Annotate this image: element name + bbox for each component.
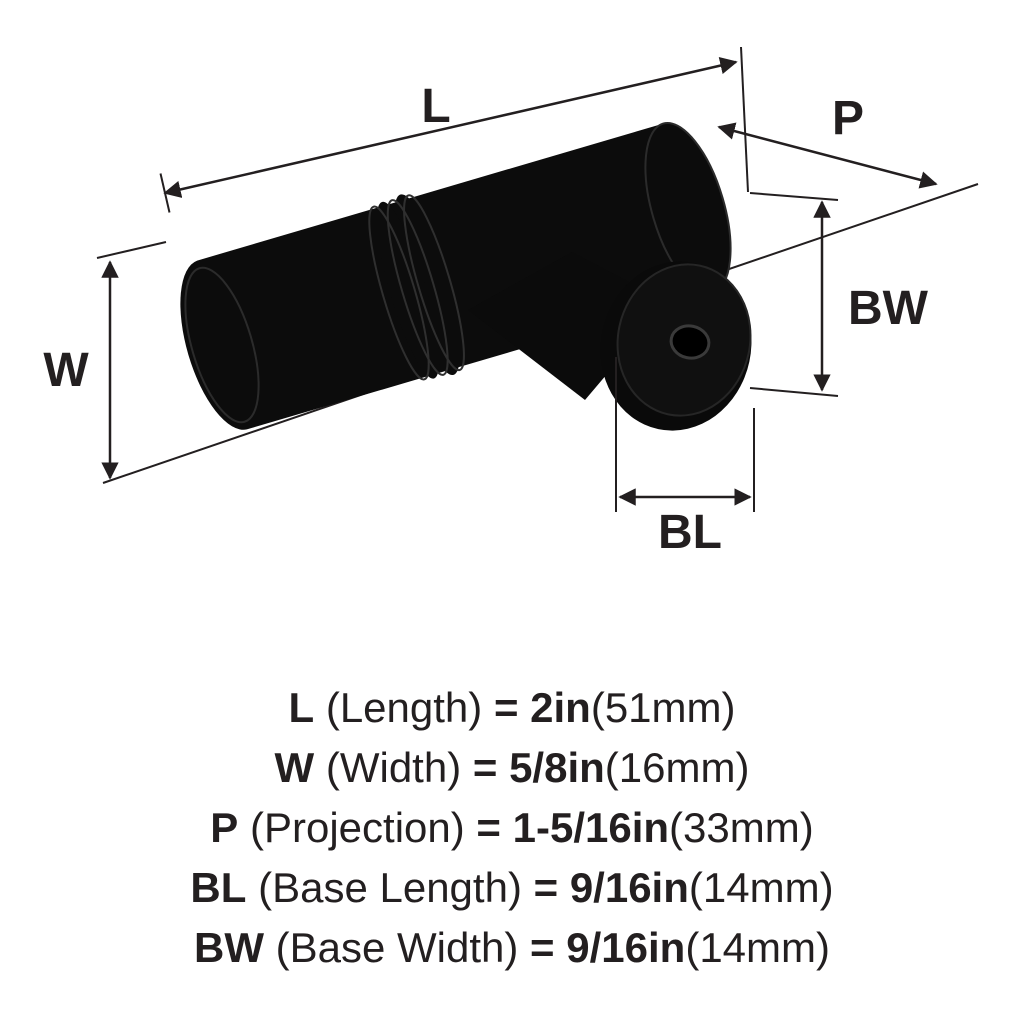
knob-bar-left-face xyxy=(184,266,260,424)
spec-equals: = xyxy=(493,684,519,731)
spec-equals: = xyxy=(530,924,555,971)
dimension-BL: BL xyxy=(615,357,755,559)
spec-name: (Projection) xyxy=(249,804,465,851)
spec-equals: = xyxy=(476,804,501,851)
dimension-spec-list: L (Length) = 2in(51mm) W (Width) = 5/8in… xyxy=(0,678,1024,978)
spec-value: 1-5/16in xyxy=(512,804,670,851)
spec-code: W xyxy=(274,744,315,791)
knob-dimension-diagram: L P W BW BL xyxy=(43,46,979,559)
spec-metric: (16mm) xyxy=(604,744,750,791)
knob-bar xyxy=(180,123,730,430)
dim-W-ext-top xyxy=(96,241,167,259)
dim-BW-ext-top xyxy=(749,192,839,201)
spec-row-base-width: BW (Base Width) = 9/16in(14mm) xyxy=(0,918,1024,978)
spec-value: 5/8in xyxy=(509,744,605,791)
spec-metric: (14mm) xyxy=(688,864,834,911)
spec-metric: (14mm) xyxy=(685,924,830,971)
knob-screw-hole xyxy=(669,324,711,360)
spec-code: L xyxy=(288,684,315,731)
spec-metric: (51mm) xyxy=(590,684,736,731)
spec-equals: = xyxy=(533,864,559,911)
dim-BW-label: BW xyxy=(848,282,929,335)
dimension-W: W xyxy=(43,241,167,480)
dimension-P: P xyxy=(717,92,938,189)
dim-P-label: P xyxy=(832,92,864,145)
knob-stem xyxy=(468,252,668,400)
spec-row-projection: P (Projection) = 1-5/16in(33mm) xyxy=(0,798,1024,858)
spec-row-length: L (Length) = 2in(51mm) xyxy=(0,678,1024,738)
dim-L-line xyxy=(163,56,738,199)
spec-metric: (33mm) xyxy=(669,804,814,851)
knob-collar-groove-2 xyxy=(386,199,449,376)
spec-value: 9/16in xyxy=(566,924,686,971)
dimension-BW: BW xyxy=(749,192,929,397)
dim-P-line xyxy=(717,122,938,189)
spec-name: (Width) xyxy=(325,744,462,791)
spec-equals: = xyxy=(472,744,498,791)
spec-code: BW xyxy=(193,924,264,971)
dim-W-label: W xyxy=(43,344,89,397)
dim-BW-ext-bottom xyxy=(749,387,839,397)
dim-L-ext-right xyxy=(740,46,749,193)
knob-collar-groove-1 xyxy=(368,205,430,381)
spec-name: (Base Width) xyxy=(275,924,519,971)
knob-collar-2 xyxy=(376,201,440,379)
spec-name: (Base Length) xyxy=(258,864,522,911)
dim-BL-label: BL xyxy=(658,506,722,559)
spec-value: 9/16in xyxy=(569,864,689,911)
spec-row-width: W (Width) = 5/8in(16mm) xyxy=(0,738,1024,798)
spec-value: 2in xyxy=(530,684,591,731)
spec-name: (Length) xyxy=(325,684,483,731)
knob-illustration xyxy=(180,121,752,431)
spec-code: BL xyxy=(190,864,247,911)
dim-L-label: L xyxy=(421,80,450,133)
spec-code: P xyxy=(210,804,239,851)
spec-row-base-length: BL (Base Length) = 9/16in(14mm) xyxy=(0,858,1024,918)
